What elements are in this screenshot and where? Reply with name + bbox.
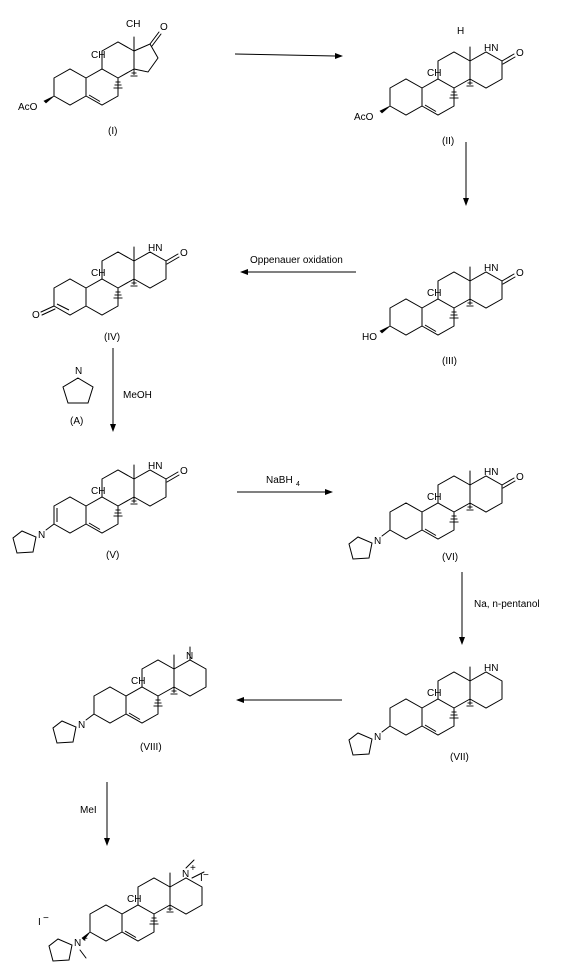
lactam-nh: HN	[484, 43, 498, 54]
condition-meoh: MeOH	[123, 390, 152, 401]
acetoxy-label: AcO	[18, 102, 38, 113]
arrow-V-to-VI: NaBH 4	[237, 475, 333, 495]
arrow-VIII-to-final: MeI	[80, 782, 110, 846]
charge-plus-left: +	[82, 934, 88, 945]
methyl-label: CH	[91, 268, 105, 279]
amine-n: N	[186, 651, 193, 662]
iodide-left: I	[38, 917, 41, 928]
lactam-nh: HN	[484, 263, 498, 274]
reagent-A-pyrrolidine: N (A)	[62, 366, 94, 427]
condition-mei: MeI	[80, 805, 97, 816]
compound-V: O HN CH N (V)	[12, 461, 188, 561]
charge-plus: +	[190, 863, 196, 874]
amine-nh: HN	[484, 663, 498, 674]
iodide-left-charge: −	[43, 913, 49, 924]
hydroxy-label: HO	[362, 332, 377, 343]
condition-nabh4: NaBH	[266, 475, 293, 486]
compound-IV: O O HN CH (IV)	[32, 243, 188, 343]
condition-oppenauer: Oppenauer oxidation	[250, 255, 343, 266]
methyl-label-top: H	[457, 26, 464, 37]
compound-VIII: N CH N (VIII)	[52, 646, 207, 753]
compound-II: O HN H CH AcO (II)	[354, 26, 524, 147]
quaternary-n-left: N	[74, 938, 81, 949]
methyl-label: CH	[427, 68, 441, 79]
lactam-oxygen: O	[180, 466, 188, 477]
quaternary-n: N	[182, 869, 189, 880]
iodide-right-charge: −	[203, 870, 209, 881]
compound-label: (VI)	[442, 552, 458, 563]
compound-label: (VIII)	[140, 742, 162, 753]
compound-III: O HN CH HO (III)	[362, 263, 524, 367]
methyl-label: CH	[131, 676, 145, 687]
methyl-label: CH	[91, 50, 105, 61]
pyrrolidinyl-n: N	[374, 732, 381, 743]
condition-na-pentanol: Na, n-pentanol	[474, 599, 540, 610]
lactam-nh: HN	[148, 243, 162, 254]
arrow-I-to-II	[234, 53, 343, 59]
methyl-label: CH	[427, 288, 441, 299]
arrow-IV-to-V: MeOH	[110, 348, 152, 432]
compound-label: (III)	[442, 356, 457, 367]
compound-label: (VII)	[450, 752, 469, 763]
reagent-label: (A)	[70, 416, 83, 427]
compound-final-quaternary: N + CH I − N + I −	[38, 859, 209, 962]
compound-VII: HN CH N (VII)	[348, 663, 503, 763]
enamine-n: N	[38, 530, 45, 541]
arrow-III-to-IV: Oppenauer oxidation	[240, 255, 356, 275]
compound-VI: O HN CH N (VI)	[348, 467, 524, 563]
methyl-label: CH	[427, 492, 441, 503]
lactam-oxygen: O	[516, 48, 524, 59]
compound-label: (IV)	[104, 332, 120, 343]
methyl-label: CH	[427, 688, 441, 699]
methyl-label-top: CH	[126, 19, 140, 30]
lactam-nh: HN	[148, 461, 162, 472]
compound-label: (II)	[442, 136, 454, 147]
methyl-label: CH	[127, 894, 141, 905]
arrow-VI-to-VII: Na, n-pentanol	[459, 572, 540, 645]
enone-oxygen: O	[32, 310, 40, 321]
lactam-oxygen: O	[516, 472, 524, 483]
lactam-oxygen: O	[516, 268, 524, 279]
arrow-VII-to-VIII	[236, 697, 342, 703]
lactam-oxygen: O	[180, 248, 188, 259]
compound-label: (I)	[108, 126, 117, 137]
iodide-right: I	[200, 873, 203, 884]
acetoxy-label: AcO	[354, 112, 374, 123]
pyrrolidinyl-n: N	[374, 536, 381, 547]
compound-label: (V)	[106, 550, 119, 561]
lactam-nh: HN	[484, 467, 498, 478]
pyrrolidinyl-n: N	[78, 720, 85, 731]
arrow-II-to-III	[463, 142, 469, 206]
ketone-oxygen: O	[160, 22, 168, 33]
condition-nabh4-subscript: 4	[296, 481, 300, 488]
compound-I: O CH CH AcO (I)	[18, 19, 168, 137]
methyl-label: CH	[91, 486, 105, 497]
pyrrolidine-n: N	[75, 366, 82, 377]
